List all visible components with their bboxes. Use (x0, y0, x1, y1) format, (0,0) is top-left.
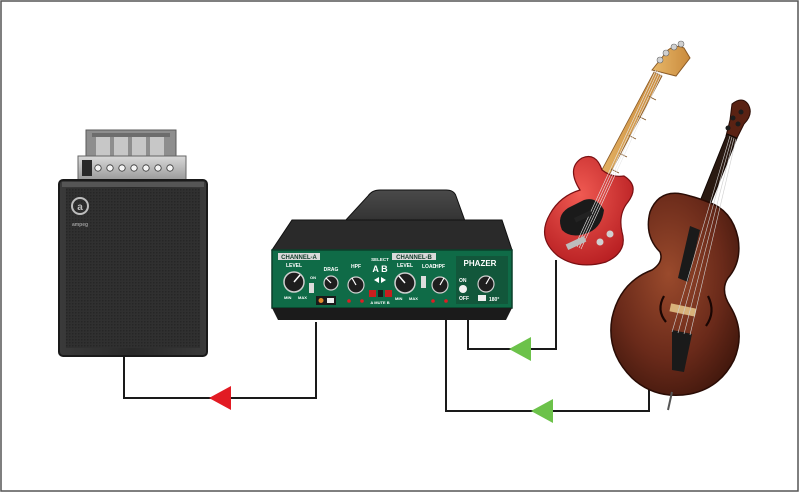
hpf-b-label: HPF (435, 264, 445, 270)
upright-scroll (725, 99, 751, 141)
hpf-b-knob[interactable] (431, 276, 449, 294)
on-a-switch[interactable] (309, 283, 314, 293)
phazer-switch[interactable] (459, 285, 467, 293)
phazer-brand: PHAZER (464, 259, 497, 268)
off-label: OFF (459, 296, 469, 302)
upright-bridge (669, 303, 697, 317)
amp-brand-label: ampeg (72, 222, 88, 228)
tuning-pegs (656, 40, 685, 64)
select-label: SELECT (371, 257, 389, 262)
guitar-input-arrow-icon (509, 337, 531, 361)
drag-switch[interactable] (316, 296, 336, 305)
on-b-label: ON (459, 278, 467, 284)
ampeg-logo-icon: a ampeg (71, 197, 89, 228)
amp-head-tubes (85, 129, 177, 159)
bass-tone-knob (606, 230, 614, 238)
polarity-switch[interactable] (478, 295, 486, 301)
level-a-min: MIN (284, 295, 291, 300)
select-left-icon[interactable] (374, 277, 379, 283)
device-base (272, 308, 512, 320)
hpf-a-knob[interactable] (347, 276, 365, 294)
electric-bass-guitar (543, 40, 691, 266)
hpf-a-label: HPF (351, 264, 361, 270)
drag-knob[interactable] (323, 275, 339, 291)
svg-text:a: a (77, 202, 83, 213)
level-b-min: MIN (395, 296, 402, 301)
bass-amp: a ampeg (58, 129, 208, 357)
upright-input-arrow-icon (531, 399, 553, 423)
amp-head-knobs (94, 164, 174, 172)
level-a-max: MAX (298, 295, 307, 300)
output-arrow-icon (209, 386, 231, 410)
bass-volume-knob (596, 238, 604, 246)
level-b-label: LEVEL (397, 263, 413, 269)
bass-pickup (573, 210, 593, 223)
upright-f-hole-right (705, 295, 713, 327)
phazer-di-box: CHANNEL-A CHANNEL-B LEVEL MIN MAX ON DRA… (271, 189, 513, 320)
upright-bass (610, 99, 751, 411)
bass-bridge (565, 236, 587, 250)
select-ab-label: A B (372, 264, 388, 274)
phazer-knob[interactable] (477, 275, 495, 293)
channel-b-label: CHANNEL-B (396, 255, 432, 261)
mute-buttons[interactable] (369, 290, 392, 297)
load-switch[interactable] (421, 276, 426, 288)
level-a-label: LEVEL (286, 263, 302, 269)
upright-tailpiece (672, 330, 692, 372)
upright-fingerboard (678, 226, 700, 282)
drag-label: DRAG (324, 267, 339, 273)
hpf-b-led (431, 299, 435, 303)
mute-label: A MUTE B (370, 300, 389, 305)
level-b-max: MAX (409, 296, 418, 301)
device-top (271, 219, 513, 251)
amp-grille (66, 188, 200, 348)
bass-headstock (651, 45, 691, 77)
upright-f-hole-left (659, 295, 667, 323)
upright-endpin (667, 391, 673, 411)
select-right-icon[interactable] (381, 277, 386, 283)
on-a-label: ON (310, 275, 316, 280)
level-a-knob[interactable] (283, 271, 305, 293)
hpf-a-led (347, 299, 351, 303)
load-label: LOAD (422, 264, 437, 270)
level-b-knob[interactable] (394, 272, 416, 294)
channel-a-label: CHANNEL-A (281, 255, 317, 261)
polarity-label: 180° (489, 297, 499, 303)
